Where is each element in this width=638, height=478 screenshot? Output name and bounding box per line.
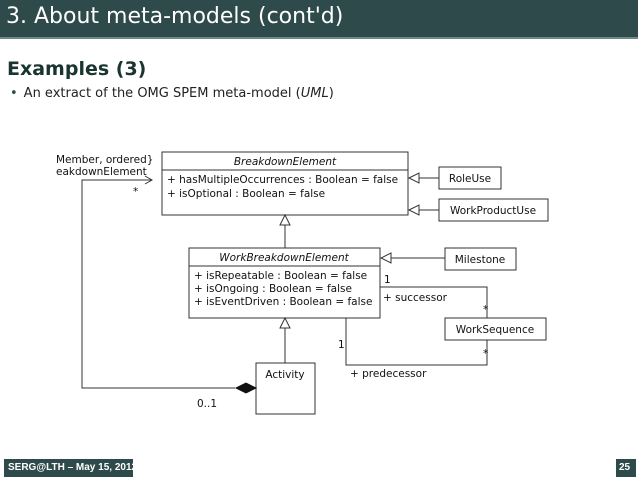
bullet-text-start: An extract of the OMG SPEM meta-model (	[23, 86, 301, 101]
label-predecessor: + predecessor	[350, 368, 427, 380]
label-member-ordered: Member, ordered}	[56, 154, 153, 166]
slide-heading: Examples (3)	[7, 58, 147, 80]
class-work-sequence: WorkSequence	[444, 317, 547, 341]
page-number-box: 25	[616, 459, 636, 477]
page-number: 25	[619, 462, 631, 473]
bullet-text-italic: UML	[300, 86, 329, 101]
class-breakdown-element: BreakdownElement + hasMultipleOccurrence…	[161, 151, 409, 216]
generalization-work-product-use	[407, 204, 439, 216]
class-work-product-use: WorkProductUse	[438, 198, 549, 222]
label-predecessor-star: *	[483, 348, 488, 360]
class-attribute: + isOngoing : Boolean = false	[194, 283, 352, 295]
label-activity-multiplicity: 0..1	[197, 398, 217, 410]
label-breakdown-role: eakdownElement	[56, 166, 147, 178]
class-name: Milestone	[455, 254, 505, 266]
footer-bar: SERG@LTH – May 15, 2012	[4, 459, 137, 477]
label-successor-star: *	[483, 304, 488, 316]
class-milestone: Milestone	[444, 247, 517, 271]
title-accent-line	[0, 37, 638, 39]
class-activity: Activity	[255, 362, 316, 415]
title-bar: 3. About meta-models (cont'd)	[0, 0, 638, 37]
class-role-use: RoleUse	[438, 166, 502, 190]
generalization-milestone	[379, 252, 445, 264]
generalization-work-breakdown	[279, 213, 291, 248]
composition-breakdown-elements	[81, 175, 258, 394]
class-name: RoleUse	[449, 173, 491, 185]
class-name: WorkSequence	[456, 324, 534, 336]
bullet-dot-icon: •	[10, 86, 18, 101]
label-successor-multiplicity: 1	[384, 274, 391, 286]
class-name: WorkBreakdownElement	[219, 252, 349, 264]
label-predecessor-multiplicity: 1	[338, 339, 345, 351]
generalization-activity	[279, 316, 291, 363]
generalization-role-use	[407, 172, 439, 184]
class-attribute: + isOptional : Boolean = false	[167, 188, 325, 200]
class-name: WorkProductUse	[450, 205, 536, 217]
class-attribute: + isEventDriven : Boolean = false	[194, 296, 372, 308]
label-successor: + successor	[383, 292, 448, 304]
association-successor	[380, 286, 488, 318]
class-work-breakdown-element: WorkBreakdownElement + isRepeatable : Bo…	[188, 247, 381, 319]
bullet-text-end: )	[328, 86, 334, 101]
slide-title: 3. About meta-models (cont'd)	[6, 4, 344, 29]
bullet-item: • An extract of the OMG SPEM meta-model (…	[10, 86, 334, 101]
label-multiplicity-star: *	[133, 186, 138, 198]
footer-text: SERG@LTH – May 15, 2012	[8, 462, 138, 473]
class-attribute: + isRepeatable : Boolean = false	[194, 270, 367, 282]
association-predecessor	[345, 318, 488, 366]
class-name: Activity	[265, 369, 304, 381]
class-name: BreakdownElement	[234, 156, 337, 168]
class-attribute: + hasMultipleOccurrences : Boolean = fal…	[167, 174, 398, 186]
composition-diamond-icon	[234, 382, 258, 394]
